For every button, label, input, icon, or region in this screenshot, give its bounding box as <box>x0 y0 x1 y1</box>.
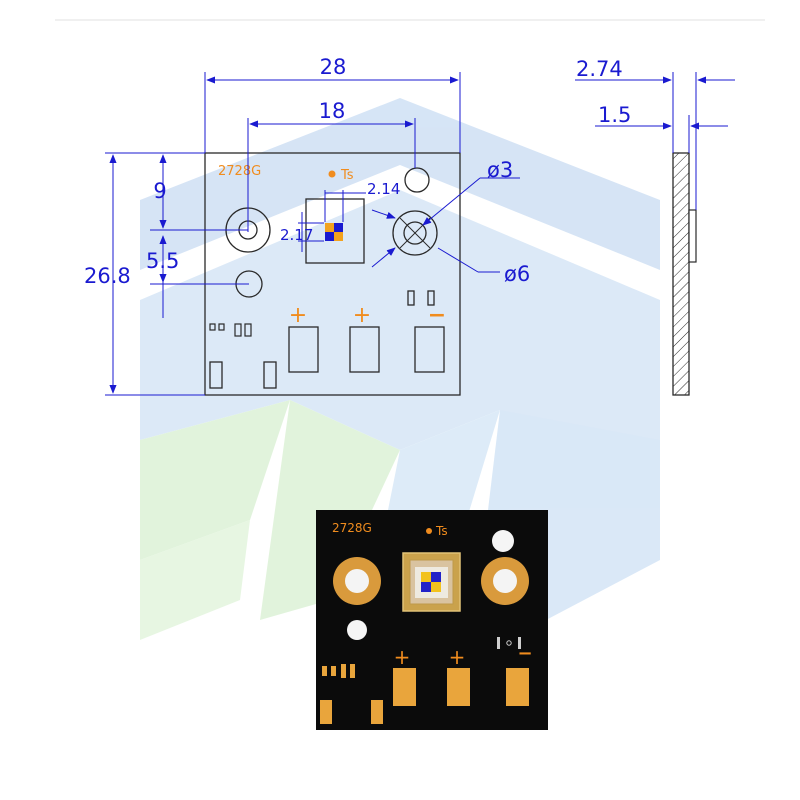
front-small-hole-top <box>404 167 430 193</box>
front-small-pad-b <box>427 290 435 306</box>
photo-led-package <box>402 552 461 612</box>
front-pad-minus <box>414 326 445 373</box>
photo-mount-hole-left <box>345 569 369 593</box>
front-tiny-pad-1 <box>209 323 216 331</box>
front-led-package <box>305 198 365 264</box>
photo-small-pad-a <box>497 637 500 649</box>
dim-width-total: 28 <box>320 55 347 79</box>
front-bottom-pad-left <box>209 361 223 389</box>
front-mount-hole-right-outer <box>392 210 438 256</box>
photo-pad-minus <box>506 668 529 706</box>
front-mount-hole-right-inner <box>403 221 427 245</box>
front-ts-label: Ts <box>340 168 354 183</box>
dim-height-total: 26.8 <box>84 264 131 288</box>
side-view-drawing <box>672 152 697 396</box>
dim-hole-diameter-outer: ø6 <box>504 262 530 286</box>
photo-plus-sign-1: + <box>394 645 411 669</box>
front-ts-dot <box>328 170 336 178</box>
front-plus-sign-2: + <box>353 303 371 328</box>
photo-part-label: 2728G <box>332 521 372 535</box>
dim-top-to-hole: 9 <box>153 179 166 203</box>
dim-thickness-total: 2.74 <box>576 57 623 81</box>
photo-tiny-pad-3 <box>341 664 346 678</box>
front-pad-plus-1 <box>288 326 319 373</box>
front-tiny-pad-3 <box>234 323 242 337</box>
dim-hole-spacing: 18 <box>319 99 346 123</box>
photo-ts-label: Ts <box>435 524 448 538</box>
front-dimension-labels: 28 18 26.8 9 5.5 2.14 2.17 ø3 ø6 <box>84 55 530 288</box>
photo-ts-dot <box>426 528 432 534</box>
photo-bottom-pad-right <box>371 700 383 724</box>
dim-board-thickness: 1.5 <box>598 103 631 127</box>
front-tiny-pad-4 <box>244 323 252 337</box>
front-minus-sign: − <box>428 303 446 328</box>
photo-tiny-pad-1 <box>322 666 327 676</box>
front-dimensions <box>105 72 520 396</box>
front-part-label: 2728G <box>218 164 261 179</box>
photo-plus-sign-2: + <box>449 645 466 669</box>
product-photo: 2728G Ts + + − <box>316 510 548 730</box>
front-bottom-pad-right <box>263 361 277 389</box>
side-led-profile <box>688 209 697 263</box>
side-dimension-labels: 2.74 1.5 <box>576 57 631 127</box>
photo-tiny-pad-4 <box>350 664 355 678</box>
photo-small-pad-dot <box>506 640 512 646</box>
dim-chip-width: 2.14 <box>367 180 400 198</box>
side-board-hatched <box>672 152 690 396</box>
front-led-die <box>325 223 343 241</box>
photo-bottom-pad-left <box>320 700 332 724</box>
photo-small-hole-left <box>347 620 367 640</box>
front-tiny-pad-2 <box>218 323 225 331</box>
dim-hole-diameter-inner: ø3 <box>487 158 513 182</box>
photo-minus-sign: − <box>517 643 532 664</box>
photo-pad-plus-2 <box>447 668 470 706</box>
dim-chip-height: 2.17 <box>280 226 313 244</box>
photo-tiny-pad-2 <box>331 666 336 676</box>
side-dimensions <box>575 72 735 210</box>
photo-small-hole-top <box>492 530 514 552</box>
front-board-outline <box>204 152 461 396</box>
front-plus-sign-1: + <box>289 303 307 328</box>
front-pad-plus-2 <box>349 326 380 373</box>
front-small-pad-a <box>407 290 415 306</box>
dim-hole-to-small-hole: 5.5 <box>146 249 179 273</box>
photo-pad-plus-1 <box>393 668 416 706</box>
photo-small-pad-b <box>518 637 521 649</box>
photo-mount-hole-right <box>493 569 517 593</box>
